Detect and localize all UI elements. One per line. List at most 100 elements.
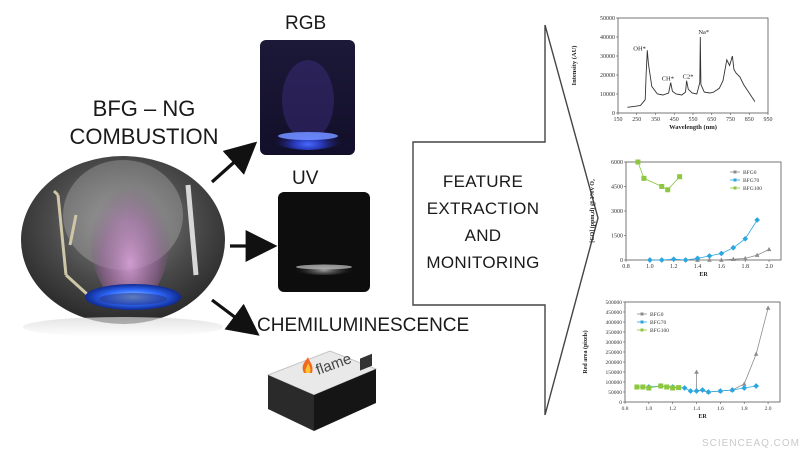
feature-arrow (412, 24, 599, 416)
point-bfg70 (742, 235, 749, 242)
y-tick-label: 150000 (606, 370, 623, 376)
legend-label-bfg0: BFG0 (743, 170, 757, 176)
x-tick-label: 0.8 (622, 264, 630, 270)
rgb-image (260, 40, 355, 155)
x-tick-label: 1.6 (718, 264, 726, 270)
point-bfg100 (664, 384, 670, 390)
point-bfg100 (635, 159, 641, 165)
x-tick-label: 2.0 (765, 406, 772, 412)
point-bfg70 (682, 257, 689, 263)
legend-swatch-marker (640, 328, 644, 332)
x-tick-label: 1.4 (694, 264, 702, 270)
y-axis-label: Red area (pixels) (582, 330, 589, 373)
peak-label-na: Na* (698, 29, 709, 36)
x-tick-label: 1.0 (645, 406, 652, 412)
y-tick-label: 400000 (606, 320, 623, 326)
point-bfg0 (742, 255, 748, 261)
feature-line4: MONITORING (426, 253, 540, 272)
x-tick-label: 250 (632, 117, 641, 123)
plot-frame (617, 17, 769, 114)
point-bfg100 (640, 384, 646, 390)
x-tick-label: 950 (764, 117, 773, 123)
x-tick-label: 1.2 (669, 406, 676, 412)
y-tick-label: 500000 (606, 300, 623, 306)
x-tick-label: 150 (614, 117, 623, 123)
y-tick-label: 1500 (611, 234, 623, 240)
y-tick-label: 40000 (600, 35, 615, 41)
y-tick-label: 6000 (611, 160, 623, 166)
spectrum-line (627, 36, 756, 108)
y-tick-label: 10000 (600, 92, 615, 98)
y-tick-label: 450000 (606, 310, 623, 316)
point-bfg0 (741, 381, 747, 386)
y-tick-label: 0 (620, 258, 623, 264)
legend-label-bfg100: BFG100 (743, 186, 762, 192)
x-tick-label: 450 (670, 117, 679, 123)
plot-frame (625, 161, 782, 261)
point-bfg70 (718, 250, 725, 257)
y-tick-label: 300000 (606, 340, 623, 346)
point-bfg100 (665, 187, 671, 193)
point-bfg70 (753, 383, 759, 389)
point-bfg0 (731, 256, 736, 261)
y-tick-label: 20000 (600, 73, 615, 79)
legend-swatch-marker (640, 320, 644, 324)
legend-swatch-marker (733, 186, 737, 190)
combustion-title-line2: COMBUSTION (69, 124, 219, 149)
point-bfg0 (707, 257, 712, 262)
x-tick-label: 1.2 (670, 264, 678, 270)
combustion-title-line1: BFG – NG (92, 96, 196, 121)
point-bfg100 (634, 384, 640, 390)
x-tick-label: 1.6 (717, 406, 724, 412)
y-axis-label: [CO] (ppm,d) @ 3%v O₂ (589, 179, 596, 243)
point-bfg70 (717, 388, 724, 394)
x-axis-label: ER (698, 414, 707, 420)
y-tick-label: 0 (619, 400, 622, 406)
legend-label-bfg70: BFG70 (743, 178, 759, 184)
y-tick-label: 4500 (611, 185, 623, 191)
point-bfg70 (741, 385, 748, 391)
uv-image (278, 192, 370, 292)
point-bfg100 (658, 383, 664, 389)
red-area-chart: 0500001000001500002000002500003000003500… (582, 300, 781, 420)
y-tick-label: 100000 (606, 380, 623, 386)
y-tick-label: 50000 (600, 16, 615, 22)
y-tick-label: 250000 (606, 350, 623, 356)
y-tick-label: 30000 (600, 54, 615, 60)
x-tick-label: 1.0 (646, 264, 654, 270)
point-bfg100 (677, 174, 683, 180)
uv-label: UV (292, 168, 319, 189)
peak-label-oh: OH* (633, 45, 646, 52)
point-bfg70 (754, 217, 760, 223)
x-tick-label: 1.4 (693, 406, 700, 412)
co-chart: 0 1500 3000 4500 6000 0.8 1.0 1.2 1.4 1.6 1.8 2.0ER… (589, 159, 782, 278)
legend-label-bfg100: BFG100 (650, 328, 669, 334)
point-bfg0 (753, 351, 759, 356)
x-tick-label: 650 (707, 117, 716, 123)
peak-label-ch: CH* (662, 76, 674, 83)
feature-line2: EXTRACTION (426, 199, 540, 218)
arrow-to-chem (211, 298, 260, 336)
combustion-title: BFG – NG COMBUSTION (44, 95, 244, 151)
burner-photo (21, 156, 225, 337)
x-axis-label: ER (699, 272, 708, 278)
flame-logo-icon (302, 357, 313, 373)
point-bfg100 (646, 385, 652, 391)
y-tick-label: 50000 (608, 390, 622, 396)
point-bfg0 (694, 369, 699, 374)
x-tick-label: 1.8 (741, 264, 749, 270)
point-bfg0 (754, 252, 760, 257)
point-bfg100 (676, 385, 682, 391)
x-tick-label: 0.8 (622, 406, 629, 412)
x-tick-label: 2.0 (765, 264, 773, 270)
peak-label-c2: C2* (683, 74, 694, 81)
x-tick-label: 1.8 (741, 406, 748, 412)
point-bfg0 (765, 305, 771, 310)
point-bfg70 (681, 385, 688, 391)
y-tick-label: 3000 (611, 209, 623, 215)
y-tick-label: 350000 (606, 330, 623, 336)
x-tick-label: 750 (726, 117, 735, 123)
chemiluminescence-label: CHEMILUMINESCENCE (257, 315, 470, 336)
point-bfg0 (766, 246, 772, 252)
